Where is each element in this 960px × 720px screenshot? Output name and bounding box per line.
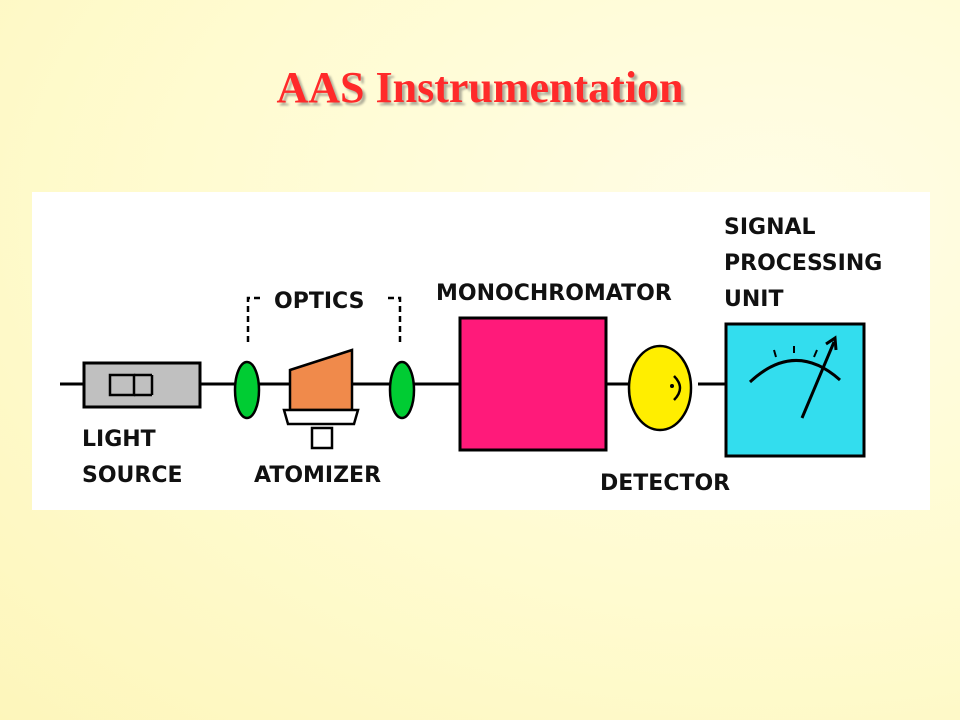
lens-right (388, 360, 416, 420)
optics-bracket-right (388, 296, 402, 342)
signal-unit-box (724, 322, 866, 458)
aas-diagram-panel: LIGHT SOURCE OPTICS ATOMIZER MONOCHROMAT… (32, 192, 930, 510)
lens-left (233, 360, 261, 420)
signal-unit-label-line1: SIGNAL (724, 215, 816, 240)
detector (627, 344, 693, 432)
needle-arrowhead (825, 335, 838, 351)
optics-label: OPTICS (274, 289, 364, 314)
light-source-label-line2: SOURCE (82, 463, 183, 488)
light-source (82, 361, 202, 409)
monochromator-box (458, 316, 608, 452)
signal-unit-label-line3: UNIT (724, 287, 783, 312)
light-source-label-line1: LIGHT (82, 427, 156, 452)
signal-unit-label-line2: PROCESSING (724, 251, 882, 276)
atomizer (282, 348, 360, 450)
lamp-cathode (108, 373, 136, 397)
meter-scale (748, 359, 841, 384)
atomizer-base (310, 426, 334, 450)
detector-label: DETECTOR (600, 471, 730, 496)
atomizer-flame (288, 348, 354, 412)
page-title: AAS Instrumentation (276, 63, 684, 112)
lamp-housing (82, 361, 202, 409)
signal-processing-unit (724, 322, 866, 458)
atomizer-burner (282, 408, 360, 426)
detector-body (627, 344, 693, 432)
monochromator-label: MONOCHROMATOR (436, 281, 672, 306)
atomizer-label: ATOMIZER (254, 463, 381, 488)
meter-needle (800, 341, 836, 419)
optics-bracket-left (246, 296, 260, 342)
aas-diagram: LIGHT SOURCE OPTICS ATOMIZER MONOCHROMAT… (60, 215, 882, 496)
